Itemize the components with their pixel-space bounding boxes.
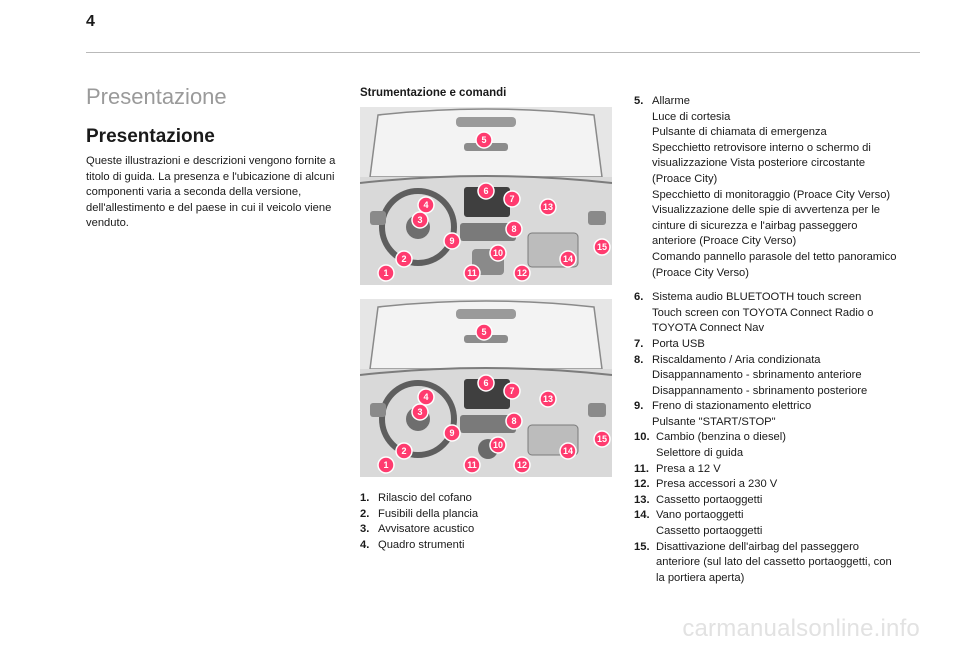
watermark: carmanualsonline.info <box>682 615 920 642</box>
callout-4: 4 <box>423 200 428 210</box>
legend-column-right: 5. Allarme Luce di cortesia Pulsante di … <box>634 94 900 586</box>
list-item: 10. Cambio (benzina o diesel) Selettore … <box>634 431 786 460</box>
callout-11: 11 <box>467 460 477 470</box>
callout-9: 9 <box>449 428 454 438</box>
callout-8: 8 <box>511 416 516 426</box>
list-item: 15. Disattivazione dell'airbag del passe… <box>634 540 892 584</box>
callout-15: 15 <box>597 434 607 444</box>
callout-12: 12 <box>517 460 527 470</box>
callout-15: 15 <box>597 242 607 252</box>
callout-13: 13 <box>543 202 553 212</box>
callout-10: 10 <box>493 248 503 258</box>
callout-1: 1 <box>383 268 388 278</box>
callout-6: 6 <box>483 186 488 196</box>
callout-7: 7 <box>509 386 514 396</box>
dashboard-illustration-1: 5 4 3 6 7 8 9 10 13 2 1 11 12 14 15 <box>360 107 612 285</box>
list-item: 12. Presa accessori a 230 V <box>634 478 778 491</box>
callout-13: 13 <box>543 394 553 404</box>
list-item: 8. Riscaldamento / Aria condizionata Dis… <box>634 353 868 397</box>
callout-1: 1 <box>383 460 388 470</box>
callout-10: 10 <box>493 440 503 450</box>
list-item: 5. Allarme Luce di cortesia Pulsante di … <box>634 95 897 279</box>
chapter-title: Presentazione <box>86 84 227 109</box>
header-divider <box>86 52 920 53</box>
callout-11: 11 <box>467 268 477 278</box>
legend-list-left: 1.Rilascio del cofano 2.Fusibili della p… <box>360 491 612 553</box>
list-item: 6. Sistema audio BLUETOOTH touch screen … <box>634 291 874 335</box>
section-title: Presentazione <box>86 126 215 147</box>
callout-5: 5 <box>481 327 486 337</box>
intro-column: Presentazione Presentazione Queste illus… <box>86 84 342 232</box>
callout-6: 6 <box>483 378 488 388</box>
page-number: 4 <box>86 13 95 30</box>
callout-7: 7 <box>509 194 514 204</box>
list-item: 2.Fusibili della plancia <box>360 507 479 520</box>
list-item: 1.Rilascio del cofano <box>360 492 472 504</box>
callout-markers <box>377 131 611 282</box>
list-item: 4.Quadro strumenti <box>360 538 465 551</box>
list-item: 3.Avvisatore acustico <box>360 523 475 536</box>
callout-4: 4 <box>423 392 428 402</box>
intro-paragraph: Queste illustrazioni e descrizioni vengo… <box>86 155 336 230</box>
callout-5: 5 <box>481 135 486 145</box>
callout-3: 3 <box>417 215 422 225</box>
list-item: 9. Freno di stazionamento elettrico Puls… <box>634 400 812 428</box>
figures-column: Strumentazione e comandi 5 4 3 6 7 <box>360 87 612 553</box>
list-item: 14. Vano portaoggetti Cassetto portaogge… <box>634 509 763 538</box>
list-item: 11. Presa a 12 V <box>634 462 721 475</box>
list-item: 13. Cassetto portaoggetti <box>634 493 763 506</box>
list-item: 7. Porta USB <box>634 337 705 350</box>
callout-2: 2 <box>401 254 406 264</box>
callout-3: 3 <box>417 407 422 417</box>
legend-list-right: 5. Allarme Luce di cortesia Pulsante di … <box>634 94 900 586</box>
callout-8: 8 <box>511 224 516 234</box>
subsection-title: Strumentazione e comandi <box>360 87 507 99</box>
callout-14: 14 <box>563 254 573 264</box>
callout-12: 12 <box>517 268 527 278</box>
callout-9: 9 <box>449 236 454 246</box>
callout-2: 2 <box>401 446 406 456</box>
dashboard-illustration-2: 5 4 3 6 7 8 9 10 13 2 1 11 12 14 15 <box>360 299 612 477</box>
callout-14: 14 <box>563 446 573 456</box>
